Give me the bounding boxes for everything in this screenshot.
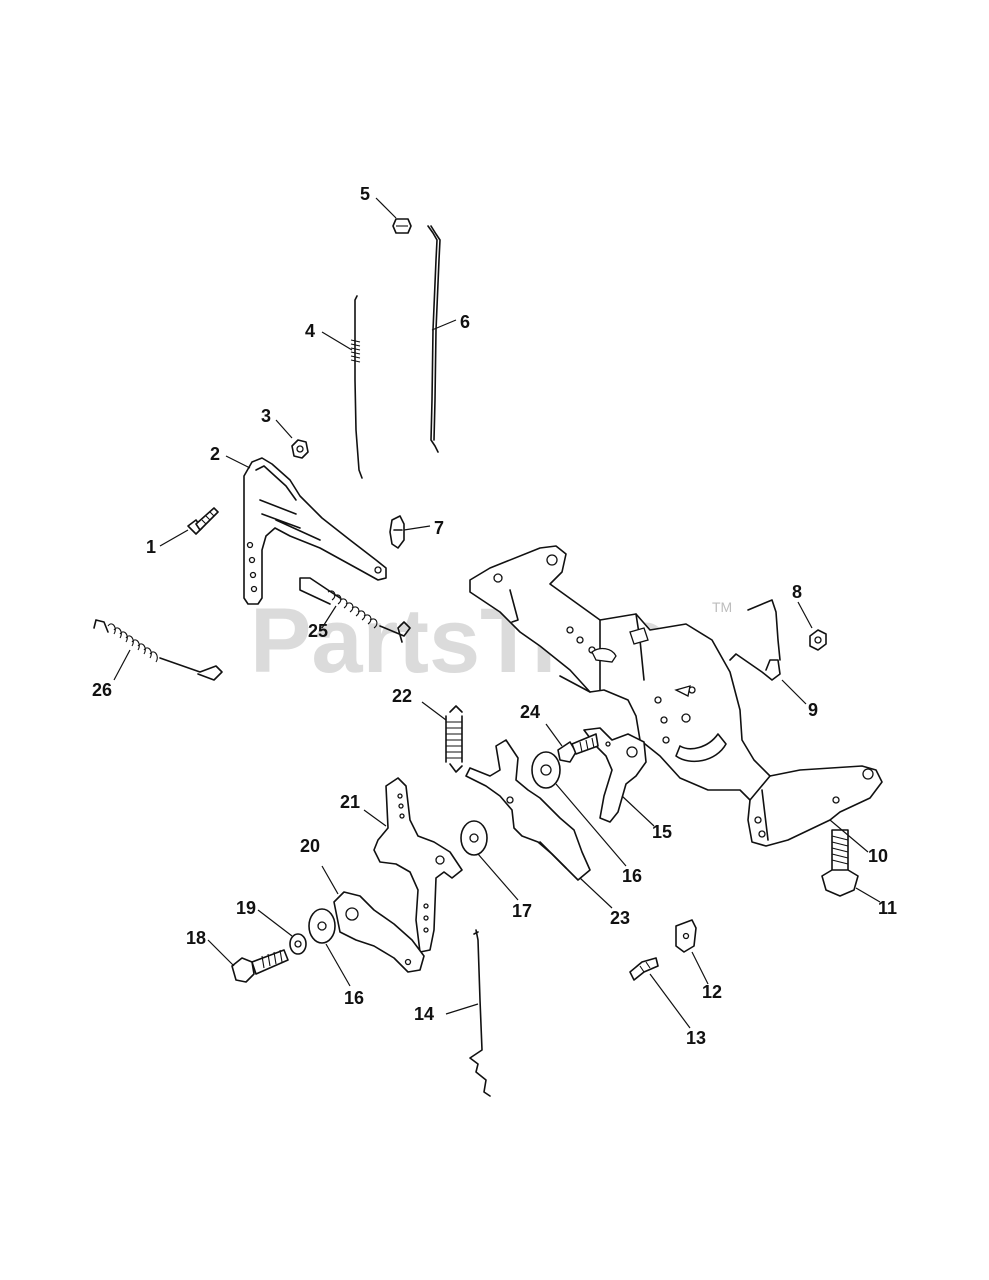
callout-13: 13 <box>686 1028 706 1048</box>
callout-4: 4 <box>305 321 315 341</box>
callout-1: 1 <box>146 537 156 557</box>
part-25-spring[interactable] <box>299 577 411 643</box>
callout-15: 15 <box>652 822 672 842</box>
part-16-washer-lower[interactable] <box>308 908 336 944</box>
part-17-washer[interactable] <box>460 820 488 856</box>
callout-25: 25 <box>308 621 328 641</box>
part-20-plate[interactable] <box>333 891 425 973</box>
part-22-spring[interactable] <box>445 705 463 773</box>
watermark-trademark: TM <box>712 599 732 615</box>
part-9-torsion-spring[interactable] <box>729 599 781 681</box>
part-4-choke-rod[interactable] <box>350 295 363 479</box>
callout-labels: 1 2 3 4 5 6 7 8 9 10 11 12 13 14 15 16 1… <box>92 184 897 1048</box>
part-11-bolt[interactable] <box>821 829 859 897</box>
callout-26: 26 <box>92 680 112 700</box>
callout-20: 20 <box>300 836 320 856</box>
part-24-bolt[interactable] <box>557 733 599 763</box>
part-12-clip[interactable] <box>675 919 697 953</box>
part-18-bolt[interactable] <box>231 949 289 983</box>
callout-17: 17 <box>512 901 532 921</box>
part-14-link-rod[interactable] <box>469 929 491 1097</box>
part-16-washer-upper[interactable] <box>531 751 561 789</box>
callout-2: 2 <box>210 444 220 464</box>
callout-9: 9 <box>808 700 818 720</box>
callout-11: 11 <box>878 898 897 918</box>
part-2-control-bracket[interactable] <box>243 457 387 605</box>
part-21-choke-lever[interactable] <box>373 777 463 953</box>
callout-10: 10 <box>868 846 888 866</box>
part-19-washer[interactable] <box>289 933 307 955</box>
callout-7: 7 <box>434 518 444 538</box>
part-13-screw[interactable] <box>629 957 659 981</box>
part-26-spring[interactable] <box>93 619 223 681</box>
callout-6: 6 <box>460 312 470 332</box>
callout-24: 24 <box>520 702 540 722</box>
callout-12: 12 <box>702 982 722 1002</box>
callout-19: 19 <box>236 898 256 918</box>
part-1-screw[interactable] <box>187 507 219 535</box>
callout-5: 5 <box>360 184 370 204</box>
part-15-lever[interactable] <box>583 727 647 823</box>
callout-16-lower: 16 <box>344 988 364 1008</box>
callout-22: 22 <box>392 686 412 706</box>
callout-18: 18 <box>186 928 206 948</box>
part-7-clip[interactable] <box>389 515 405 549</box>
part-5-nut[interactable] <box>392 218 412 234</box>
callout-3: 3 <box>261 406 271 426</box>
callout-21: 21 <box>340 792 360 812</box>
leader-lines <box>113 197 881 1029</box>
callout-8: 8 <box>792 582 802 602</box>
part-23-throttle-lever[interactable] <box>465 739 591 881</box>
part-6-governor-rod[interactable] <box>427 225 441 453</box>
callout-14: 14 <box>414 1004 434 1024</box>
part-8-nut[interactable] <box>809 629 827 651</box>
callout-23: 23 <box>610 908 630 928</box>
part-10-control-panel[interactable] <box>469 545 883 847</box>
callout-16-upper: 16 <box>622 866 642 886</box>
part-3-hex-nut[interactable] <box>291 439 309 459</box>
